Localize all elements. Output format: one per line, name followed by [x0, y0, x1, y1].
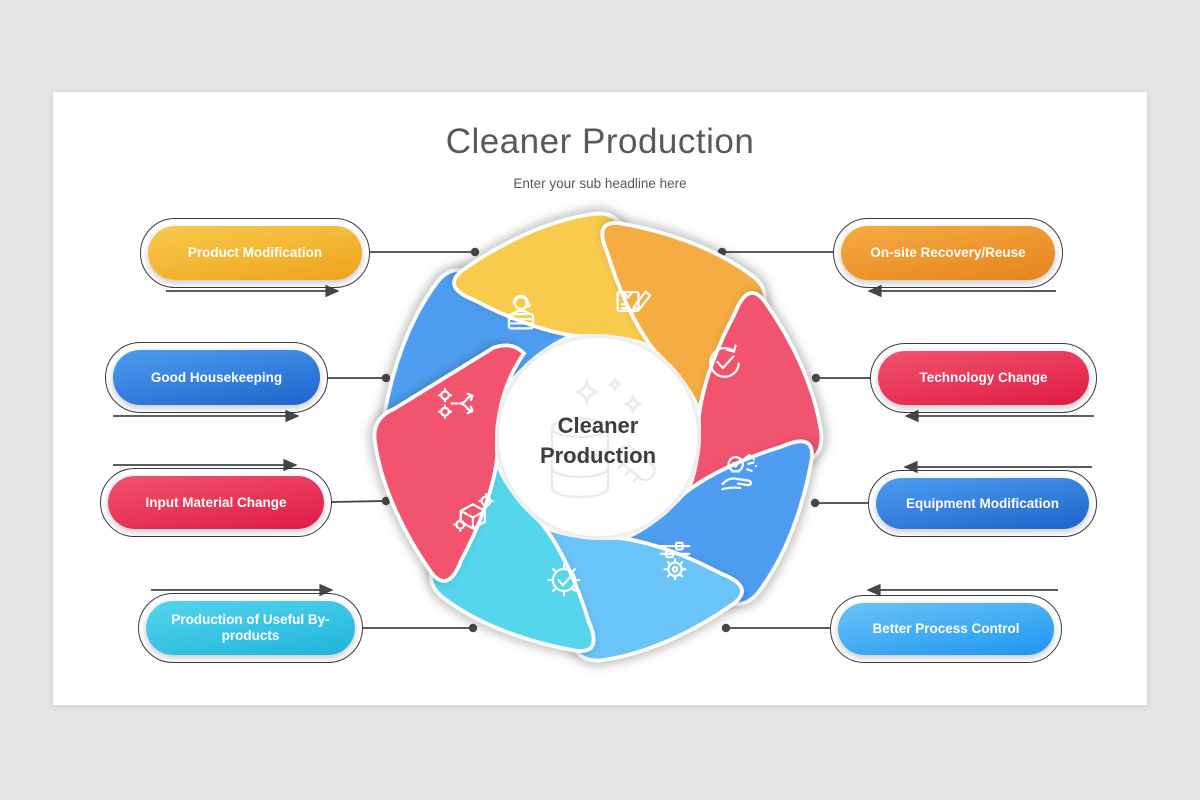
callout-loop-input-material-change: Input Material Change	[100, 468, 332, 537]
callout-label: Equipment Modification	[906, 495, 1059, 511]
callout-equipment-modification[interactable]: Equipment Modification	[876, 478, 1089, 529]
hub-label-line2: Production	[539, 443, 657, 468]
pinwheel	[336, 175, 860, 699]
callout-on-site-recovery-reuse[interactable]: On-site Recovery/Reuse	[841, 226, 1055, 280]
callout-loop-on-site-recovery-reuse: On-site Recovery/Reuse	[833, 218, 1063, 288]
hub-circle[interactable]	[497, 336, 699, 538]
callout-loop-equipment-modification: Equipment Modification	[868, 470, 1097, 537]
page-title: Cleaner Production	[445, 122, 755, 161]
callout-loop-product-modification: Product Modification	[140, 218, 370, 288]
callout-label: Production of Useful By-products	[171, 612, 330, 643]
callout-technology-change[interactable]: Technology Change	[878, 351, 1089, 405]
callout-label: Input Material Change	[145, 494, 287, 510]
callout-loop-better-process-control: Better Process Control	[830, 595, 1062, 663]
callout-label: Good Housekeeping	[150, 369, 283, 385]
callout-product-modification[interactable]: Product Modification	[148, 226, 362, 280]
callout-production-of-useful-by-products[interactable]: Production of Useful By-products	[146, 601, 355, 655]
connector-lines	[327, 247, 871, 633]
callout-label: On-site Recovery/Reuse	[870, 245, 1026, 260]
callout-loop-good-housekeeping: Good Housekeeping	[105, 342, 328, 413]
callout-better-process-control[interactable]: Better Process Control	[838, 603, 1054, 655]
cleaning-watermark	[550, 377, 656, 499]
callout-good-housekeeping[interactable]: Good Housekeeping	[113, 350, 320, 405]
page-subtitle: Enter your sub headline here	[513, 176, 687, 191]
callout-input-material-change[interactable]: Input Material Change	[108, 476, 324, 529]
hub-label-line1: Cleaner	[557, 413, 639, 438]
callout-loop-technology-change: Technology Change	[870, 343, 1097, 413]
loop-arrows	[113, 284, 1094, 597]
hub-label: Cleaner Production	[498, 411, 698, 471]
callout-label: Product Modification	[187, 245, 323, 260]
callout-loop-production-of-useful-by-products: Production of Useful By-products	[138, 593, 363, 663]
callout-label: Better Process Control	[872, 621, 1020, 636]
callout-label: Technology Change	[919, 370, 1048, 385]
